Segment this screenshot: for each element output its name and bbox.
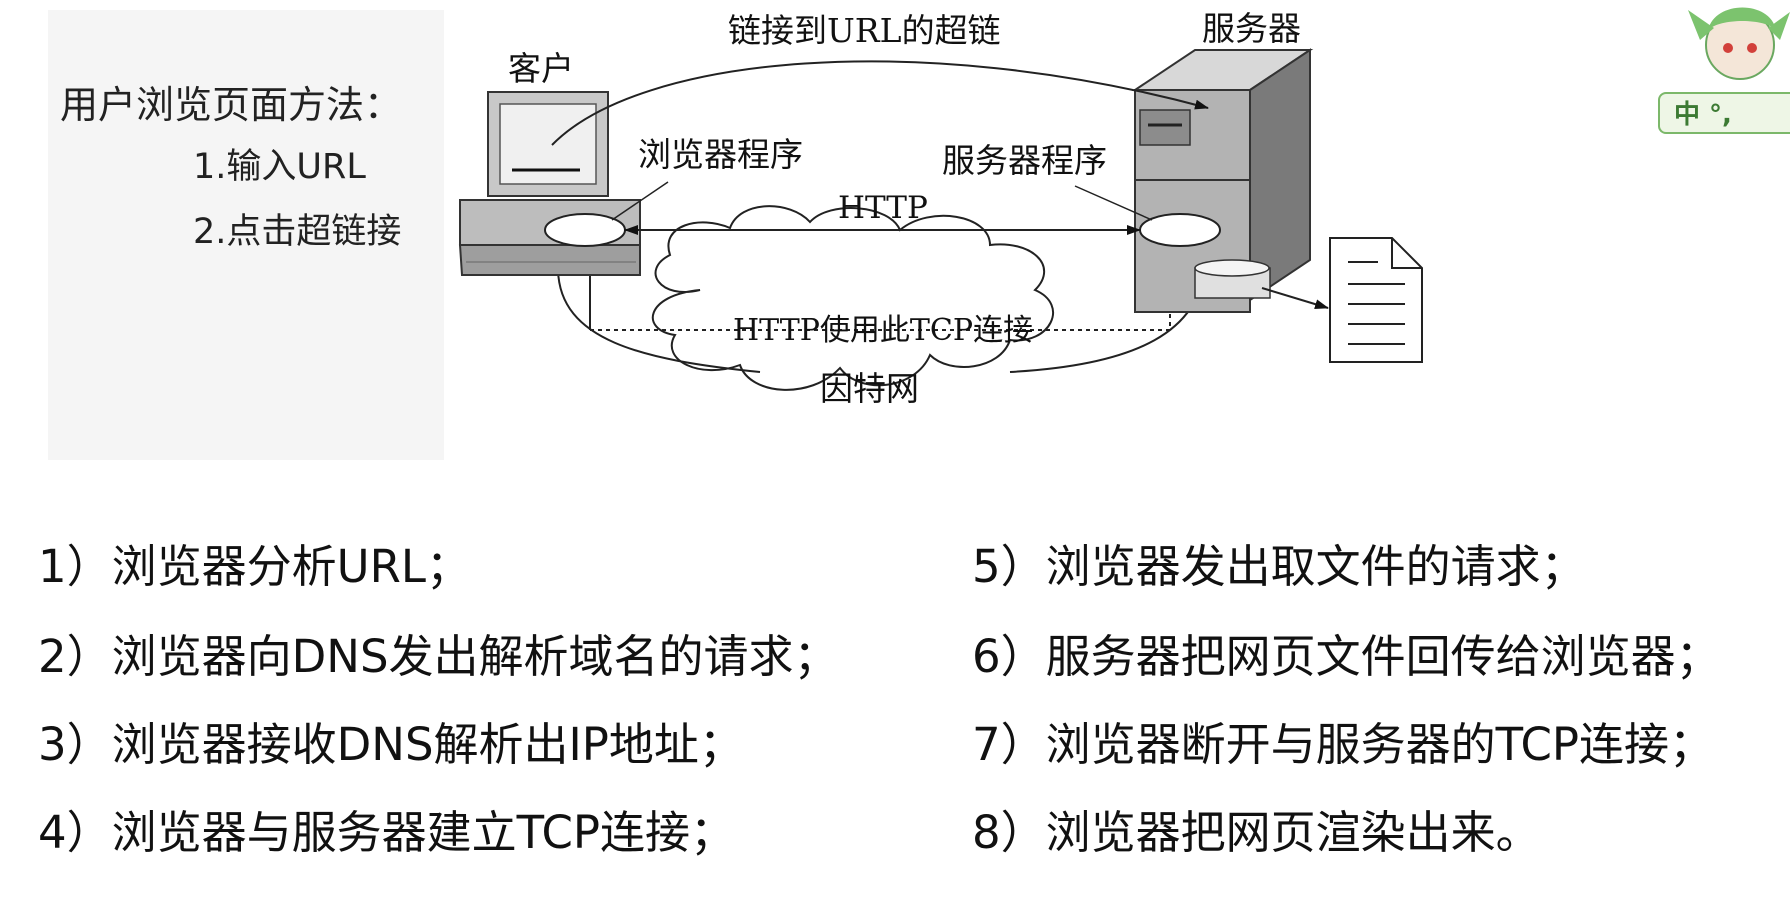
step-item: 7）浏览器断开与服务器的TCP连接； — [972, 718, 1715, 771]
step-item: 4）浏览器与服务器建立TCP连接； — [38, 806, 736, 859]
document-icon — [1329, 237, 1423, 363]
method-item: 2.点击超链接 — [193, 212, 402, 252]
methods-panel — [48, 10, 444, 460]
http-label: HTTP — [838, 190, 928, 226]
mascot-icon — [1688, 7, 1790, 80]
client-computer-icon — [458, 91, 641, 276]
server-program-label: 服务器程序 — [942, 141, 1107, 180]
server-icon — [1131, 48, 1314, 313]
tcp-connection-label: HTTP使用此TCP连接 — [733, 313, 1033, 348]
client-label: 客户 — [508, 49, 574, 88]
input-method-badge[interactable]: 中 °, — [1658, 92, 1790, 134]
internet-cloud-icon — [651, 205, 1054, 391]
step-item: 6）服务器把网页文件回传给浏览器； — [972, 630, 1721, 683]
methods-title: 用户浏览页面方法： — [60, 83, 403, 127]
server-label: 服务器 — [1202, 9, 1301, 48]
step-item: 3）浏览器接收DNS解析出IP地址； — [38, 718, 744, 771]
step-item: 8）浏览器把网页渲染出来。 — [972, 806, 1541, 859]
step-item: 2）浏览器向DNS发出解析域名的请求； — [38, 630, 839, 683]
step-item: 1）浏览器分析URL； — [38, 540, 471, 593]
step-item: 5）浏览器发出取文件的请求； — [972, 540, 1586, 593]
web-access-diagram: 链接到URL的超链 客户 服务器 浏览器程序 服务器程序 HTTP HTTP使用… — [458, 9, 1423, 408]
hyperlink-label: 链接到URL的超链 — [728, 11, 1001, 50]
browser-program-label: 浏览器程序 — [638, 135, 803, 174]
method-item: 1.输入URL — [193, 147, 366, 187]
internet-label: 因特网 — [820, 369, 919, 408]
